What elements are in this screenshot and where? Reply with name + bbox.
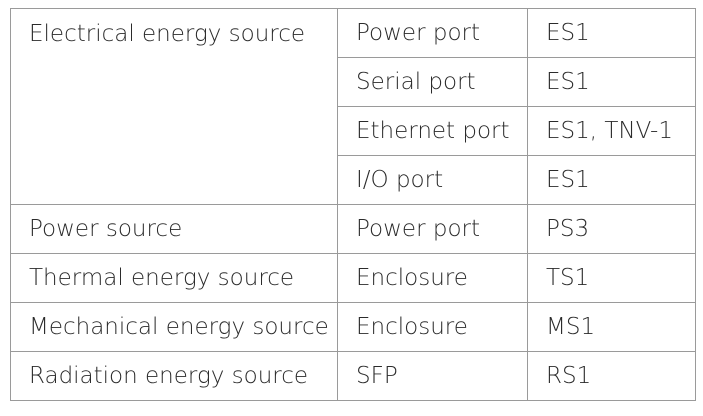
interface-cell: Enclosure [337,302,528,352]
interface-cell: Power port [337,8,528,58]
source-cell: Mechanical energy source [10,302,338,352]
table-row: Mechanical energy source Enclosure MS1 [10,302,696,352]
table-row: Power source Power port PS3 [10,204,696,254]
interface-cell: Serial port [337,57,528,107]
interface-cell: SFP [337,351,528,401]
class-cell: ES1 [527,155,696,205]
class-cell: TS1 [527,253,696,303]
source-cell: Power source [10,204,338,254]
table-row: Thermal energy source Enclosure TS1 [10,253,696,303]
interface-cell: I/O port [337,155,528,205]
source-cell: Radiation energy source [10,351,338,401]
class-cell: RS1 [527,351,696,401]
table-row: Serial port ES1 [11,57,696,107]
class-cell: ES1 [527,8,696,58]
class-cell: MS1 [527,302,696,352]
interface-cell: Power port [337,204,528,254]
class-cell: ES1 [527,57,696,107]
interface-cell: Ethernet port [337,106,528,156]
table-row: Radiation energy source SFP RS1 [10,351,696,401]
energy-source-table: Electrical energy source Power port ES1 … [10,8,696,401]
class-cell: ES1, TNV-1 [527,106,696,156]
source-cell: Thermal energy source [10,253,338,303]
interface-cell: Enclosure [337,253,528,303]
table-body: Electrical energy source Power port ES1 … [10,8,696,401]
table-row: Electrical energy source Power port ES1 [10,8,696,205]
class-cell: PS3 [527,204,696,254]
source-cell: Electrical energy source [10,8,338,205]
